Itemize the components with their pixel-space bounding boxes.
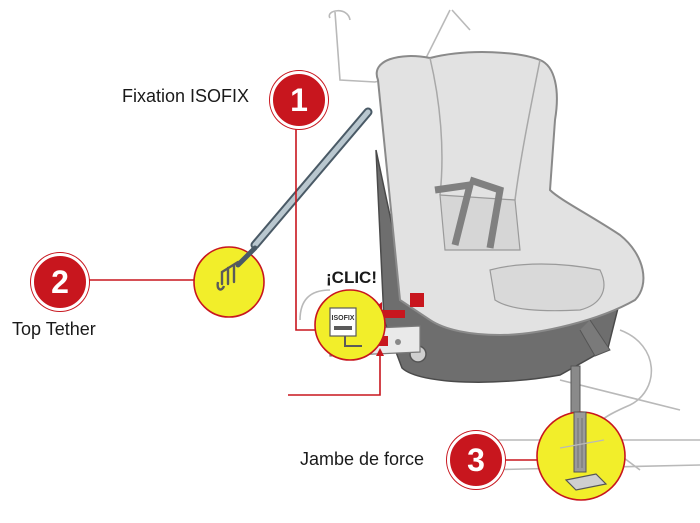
badge-3: 3: [447, 431, 505, 489]
child-car-seat: [375, 51, 645, 383]
isofix-plate-text: ISOFIX: [332, 315, 355, 322]
callout-isofix: ISOFIX: [314, 289, 386, 361]
label-jambe-de-force: Jambe de force: [300, 449, 425, 469]
callout-top-tether: [193, 245, 265, 318]
leader-arrowhead: [376, 348, 384, 356]
callout-support-leg: [536, 411, 626, 501]
badge-1: 1: [270, 71, 328, 129]
label-top-tether: Top Tether: [12, 319, 96, 339]
leader-lines: [84, 124, 538, 461]
label-fixation-isofix: Fixation ISOFIX: [122, 86, 250, 106]
tether-strap: [250, 107, 373, 250]
badge-2: 2: [31, 253, 89, 311]
label-clic: ¡CLIC!: [326, 268, 377, 287]
